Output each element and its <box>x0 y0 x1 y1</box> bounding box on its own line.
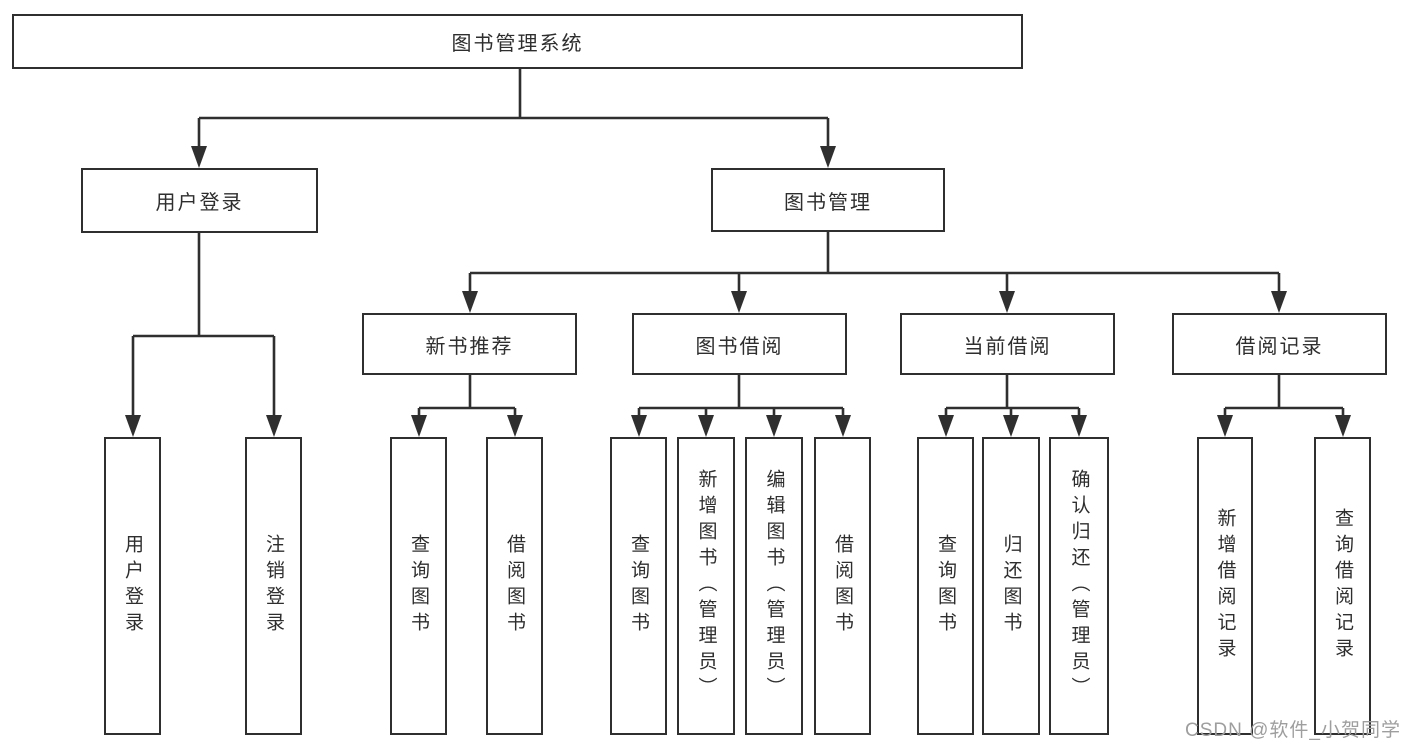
node-book-borrowing: 图书借阅 <box>632 313 847 375</box>
leaf-current-return-books-label: 归还图书 <box>1000 534 1022 638</box>
leaf-current-confirm-return-admin-label: 确认归还（管理员） <box>1068 469 1090 703</box>
leaf-borrowing-query-books: 查询图书 <box>610 437 667 735</box>
node-book-management: 图书管理 <box>711 168 945 232</box>
leaf-logout-label: 注销登录 <box>263 534 284 638</box>
leaf-records-query-record-label: 查询借阅记录 <box>1332 508 1353 664</box>
leaf-newbook-query-books: 查询图书 <box>390 437 447 735</box>
leaf-newbook-query-books-label: 查询图书 <box>408 534 429 638</box>
node-book-management-label: 图书管理 <box>784 191 872 214</box>
leaf-current-confirm-return-admin: 确认归还（管理员） <box>1049 437 1109 735</box>
leaf-borrowing-borrow-books-label: 借阅图书 <box>832 534 853 638</box>
csdn-watermark: CSDN @软件_小贺同学 <box>1185 720 1401 741</box>
leaf-current-query-books-label: 查询图书 <box>935 534 956 638</box>
node-new-book-recommend-label: 新书推荐 <box>425 335 514 358</box>
leaf-user-login-label: 用户登录 <box>122 534 143 638</box>
leaf-records-query-record: 查询借阅记录 <box>1314 437 1371 735</box>
node-current-borrowing-label: 当前借阅 <box>963 335 1052 358</box>
node-current-borrowing: 当前借阅 <box>900 313 1115 375</box>
leaf-borrowing-edit-books-admin-label: 编辑图书（管理员） <box>763 469 785 703</box>
leaf-records-add-record: 新增借阅记录 <box>1197 437 1253 735</box>
leaf-current-query-books: 查询图书 <box>917 437 974 735</box>
leaf-borrowing-add-books-admin-label: 新增图书（管理员） <box>695 469 717 703</box>
node-user-login: 用户登录 <box>81 168 318 233</box>
node-borrow-records-label: 借阅记录 <box>1235 335 1324 358</box>
node-user-login-label: 用户登录 <box>155 192 244 214</box>
leaf-current-return-books: 归还图书 <box>982 437 1040 735</box>
leaf-borrowing-query-books-label: 查询图书 <box>628 534 649 638</box>
leaf-records-add-record-label: 新增借阅记录 <box>1214 508 1236 664</box>
arrowhead-icons <box>125 146 1351 437</box>
leaf-borrowing-add-books-admin: 新增图书（管理员） <box>677 437 735 735</box>
leaf-newbook-borrow-books: 借阅图书 <box>486 437 543 735</box>
node-book-borrowing-label: 图书借阅 <box>695 335 784 358</box>
node-borrow-records: 借阅记录 <box>1172 313 1387 375</box>
leaf-logout: 注销登录 <box>245 437 302 735</box>
leaf-borrowing-borrow-books: 借阅图书 <box>814 437 871 735</box>
node-root-label: 图书管理系统 <box>451 33 584 55</box>
leaf-newbook-borrow-books-label: 借阅图书 <box>504 534 525 638</box>
leaf-user-login: 用户登录 <box>104 437 161 735</box>
leaf-borrowing-edit-books-admin: 编辑图书（管理员） <box>745 437 803 735</box>
node-new-book-recommend: 新书推荐 <box>362 313 577 375</box>
node-root-library-system: 图书管理系统 <box>12 14 1023 69</box>
